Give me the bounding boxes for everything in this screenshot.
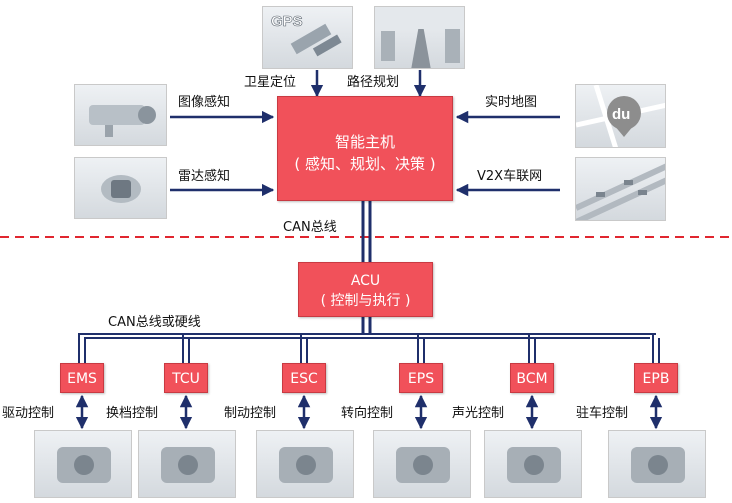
parking-brake-icon — [608, 430, 706, 498]
radar-label: 雷达感知 — [178, 169, 231, 184]
engine-icon — [34, 430, 132, 498]
path-planning-road-image — [374, 6, 465, 69]
gear-shifter-icon — [138, 430, 236, 498]
gps-badge: GPS — [271, 13, 303, 30]
ecu-box-eps: EPS — [399, 363, 443, 393]
ecu-box-tcu: TCU — [164, 363, 208, 393]
ecu-box-esc: ESC — [282, 363, 326, 393]
radar-image — [74, 157, 167, 219]
host-subtitle: ( 感知、规划、决策 ) — [294, 155, 436, 173]
camera-image — [74, 84, 167, 146]
acu-subtitle: ( 控制与执行 ) — [320, 293, 411, 309]
acu-title: ACU — [350, 273, 381, 289]
ecu-box-bcm: BCM — [510, 363, 554, 393]
map-badge: du — [612, 106, 630, 123]
gps-label: 卫星定位 — [244, 75, 297, 90]
brake-module-icon — [256, 430, 354, 498]
map-image: du — [575, 84, 666, 148]
camera-label: 图像感知 — [178, 95, 231, 110]
can-or-hardwire-label: CAN总线或硬线 — [108, 315, 201, 330]
headlight-icon — [484, 430, 582, 498]
gps-satellite-image: GPS — [262, 6, 353, 69]
v2x-traffic-image — [575, 157, 666, 221]
ecu-label-esc: 制动控制 — [224, 406, 277, 421]
ecu-box-epb: EPB — [634, 363, 678, 393]
path-planning-label: 路径规划 — [347, 75, 400, 90]
ecu-box-ems: EMS — [60, 363, 104, 393]
can-bus-label: CAN总线 — [283, 220, 337, 235]
ecu-label-ems: 驱动控制 — [2, 406, 55, 421]
map-label: 实时地图 — [485, 95, 538, 110]
steering-wheel-icon — [373, 430, 471, 498]
host-title: 智能主机 — [334, 133, 395, 151]
ecu-label-bcm: 声光控制 — [452, 406, 505, 421]
ecu-label-tcu: 换档控制 — [106, 406, 159, 421]
intelligent-host-box: 智能主机 ( 感知、规划、决策 ) — [277, 96, 453, 201]
ecu-label-eps: 转向控制 — [341, 406, 394, 421]
acu-box: ACU ( 控制与执行 ) — [298, 262, 433, 317]
ecu-label-epb: 驻车控制 — [576, 406, 629, 421]
v2x-label: V2X车联网 — [477, 169, 543, 184]
